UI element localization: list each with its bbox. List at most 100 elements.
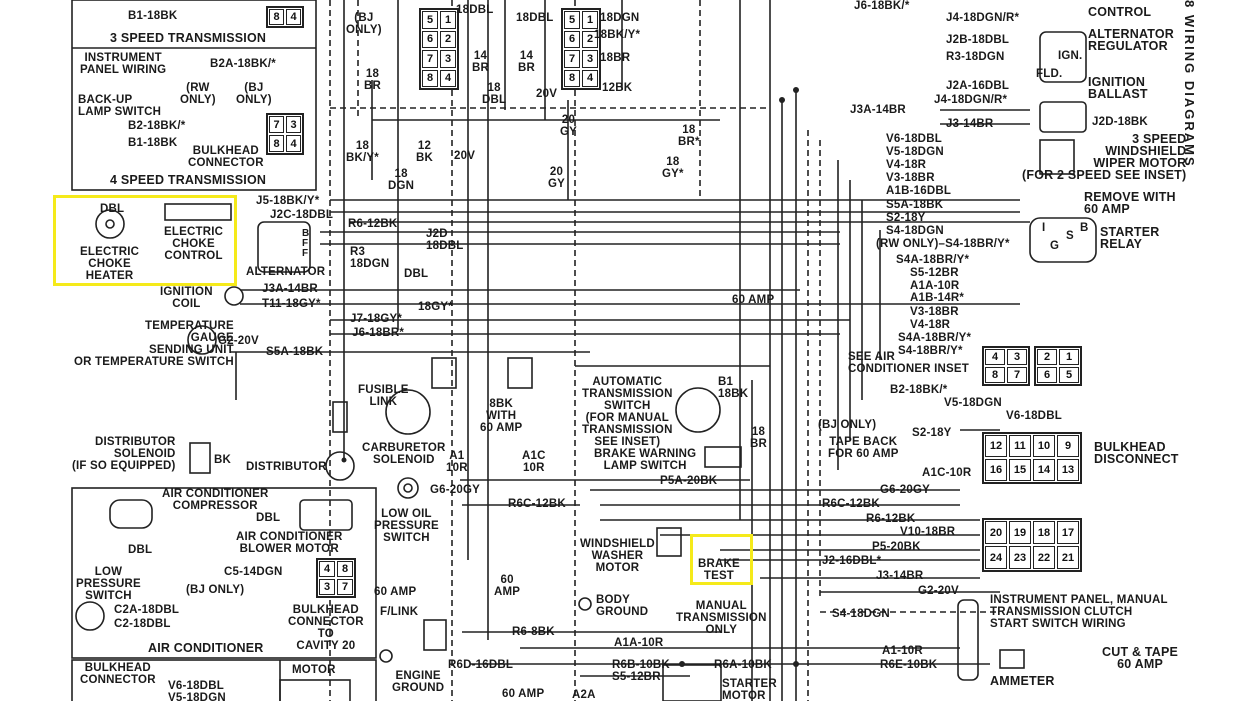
label-ac-compressor: AIR CONDITIONER COMPRESSOR <box>162 488 269 512</box>
wire-label: R6C-12BK <box>822 498 880 510</box>
wire-label: 18 GY* <box>662 156 684 180</box>
wire-label: J7-18GY* <box>350 313 403 325</box>
label-distributor: DISTRIBUTOR <box>246 461 327 473</box>
wire-label: S5-12BR <box>910 267 959 279</box>
section-title: 4 SPEED TRANSMISSION <box>110 173 267 187</box>
label-motor: MOTOR <box>292 664 336 676</box>
label-starter-relay: STARTER RELAY <box>1100 225 1160 251</box>
wire-label: V3-18BR <box>886 172 935 184</box>
connector-center-right: 5 1 6 2 7 3 8 4 <box>561 8 601 90</box>
label-remove-60amp: REMOVE WITH 60 AMP <box>1084 190 1176 216</box>
wire-label: A1B-14R* <box>910 292 965 304</box>
connector-top-left: 8 4 <box>266 6 304 28</box>
terminal-label: B <box>1080 222 1089 234</box>
pin: 2 <box>440 30 456 48</box>
pin: 3 <box>440 50 456 68</box>
label-bj-only-top: (BJ ONLY) <box>346 12 382 36</box>
label-bj-only-ac: (BJ ONLY) <box>186 584 245 596</box>
pin: 8 <box>564 69 580 87</box>
pin: 5 <box>1059 367 1079 383</box>
pin: 22 <box>1033 546 1055 569</box>
label-8bk-60amp: 8BK WITH 60 AMP <box>480 398 523 434</box>
wire-label: 18 BR* <box>678 124 700 148</box>
bulkhead-disconnect-a: 12 11 10 9 16 15 14 13 <box>982 432 1082 484</box>
wire-label: (RW ONLY)–S4-18BR/Y* <box>876 238 1010 250</box>
pin: 23 <box>1009 546 1031 569</box>
label-bulkhead-disconnect: BULKHEAD DISCONNECT <box>1094 440 1179 466</box>
wire-label: J6-18BK/* <box>854 0 910 12</box>
label-backup-lamp: BACK-UP LAMP SWITCH <box>78 94 162 118</box>
wire-label: 14 BR <box>472 50 490 74</box>
label-bj-only-b: (BJ ONLY) <box>818 419 877 431</box>
wire-label: P5-20BK <box>872 541 921 553</box>
wire-label: R6A-10BK <box>714 659 772 671</box>
label-cut-tape: CUT & TAPE 60 AMP <box>1102 645 1179 671</box>
pin: 13 <box>1057 459 1079 481</box>
wire-label: DBL <box>100 203 125 215</box>
pin: 11 <box>1009 435 1031 457</box>
wire-label: B2A-18BK/* <box>210 58 276 70</box>
wire-label: J4-18DGN/R* <box>946 12 1020 24</box>
air-conditioner-inset-frame <box>71 487 377 659</box>
terminal-label: FLD. <box>1036 68 1063 80</box>
wire-label: S4-18BR/Y* <box>898 345 963 357</box>
wire-label: 18 BK/Y* <box>346 140 379 164</box>
pin: 8 <box>985 367 1005 383</box>
label-fusible-link: FUSIBLE LINK <box>358 384 409 408</box>
wire-label: 18DGN <box>600 12 640 24</box>
wire-label: 18 BR <box>750 426 768 450</box>
wire-label: 60 AMP <box>494 574 521 598</box>
wire-label: C2-18DBL <box>114 618 171 630</box>
wire-label: A2A <box>572 689 596 701</box>
pin: 5 <box>422 11 438 29</box>
pin: 9 <box>1057 435 1079 457</box>
pin: 16 <box>985 459 1007 481</box>
label-bj-only: (BJ ONLY) <box>236 82 272 106</box>
pin: 12 <box>985 435 1007 457</box>
label-rw-only: (RW ONLY) <box>180 82 216 106</box>
label-manual-transmission: MANUAL TRANSMISSION ONLY <box>676 600 767 636</box>
pin: 7 <box>422 50 438 68</box>
wire-label: 20V <box>454 150 476 162</box>
wire-label: V4-18R <box>886 159 927 171</box>
pin: 18 <box>1033 521 1055 544</box>
connector-wiper: 2 1 6 5 <box>1034 346 1082 386</box>
wire-label: R3 18DGN <box>350 246 390 270</box>
wire-label: C2A-18DBL <box>114 604 180 616</box>
wire-label: J2D-18BK <box>1092 116 1148 128</box>
wire-label: S5-12BR <box>612 671 661 683</box>
label-electric-choke-control: ELECTRIC CHOKE CONTROL <box>164 226 224 262</box>
wire-label: J3A-14BR <box>262 283 318 295</box>
pin: 19 <box>1009 521 1031 544</box>
label-alternator-regulator: ALTERNATOR REGULATOR <box>1088 27 1175 53</box>
label-low-oil-pressure: LOW OIL PRESSURE SWITCH <box>374 508 439 544</box>
wire-label: 18DBL <box>516 12 554 24</box>
wire-label: A1B-16DBL <box>886 185 952 197</box>
wire-label: G6-20GY <box>880 484 930 496</box>
wire-label: V4-18R <box>910 319 951 331</box>
label-bulkhead-cavity: BULKHEAD CONNECTOR TO CAVITY 20 <box>288 604 364 652</box>
label-instrument-panel: INSTRUMENT PANEL WIRING <box>80 52 167 76</box>
wire-label: S5A-18BK <box>266 346 324 358</box>
wire-label: R3-18DGN <box>946 51 1005 63</box>
wire-label: R6C-12BK <box>508 498 566 510</box>
wire-label: G2-20V <box>918 585 959 597</box>
pin: 4 <box>286 135 301 152</box>
wire-label: V5-18DGN <box>886 146 944 158</box>
terminal-label: S <box>1066 230 1074 242</box>
pin: 7 <box>564 50 580 68</box>
wire-label: B1-18BK <box>128 10 178 22</box>
wire-label: J6-18BR* <box>352 327 405 339</box>
wire-label: 18BK/Y* <box>594 29 641 41</box>
pin: 4 <box>985 349 1005 365</box>
pin: 5 <box>564 11 580 29</box>
wire-label: DBL <box>256 512 281 524</box>
wire-label: A1C 10R <box>522 450 546 474</box>
label-starter-motor: STARTER MOTOR <box>722 678 777 702</box>
wire-label: 12BK <box>602 82 633 94</box>
pin: 1 <box>440 11 456 29</box>
wire-label: 18 DBL <box>482 82 507 106</box>
pin: 21 <box>1057 546 1079 569</box>
wire-label: V5-18DGN <box>944 397 1002 409</box>
connector-ac-blower: 4 8 3 7 <box>316 558 356 598</box>
